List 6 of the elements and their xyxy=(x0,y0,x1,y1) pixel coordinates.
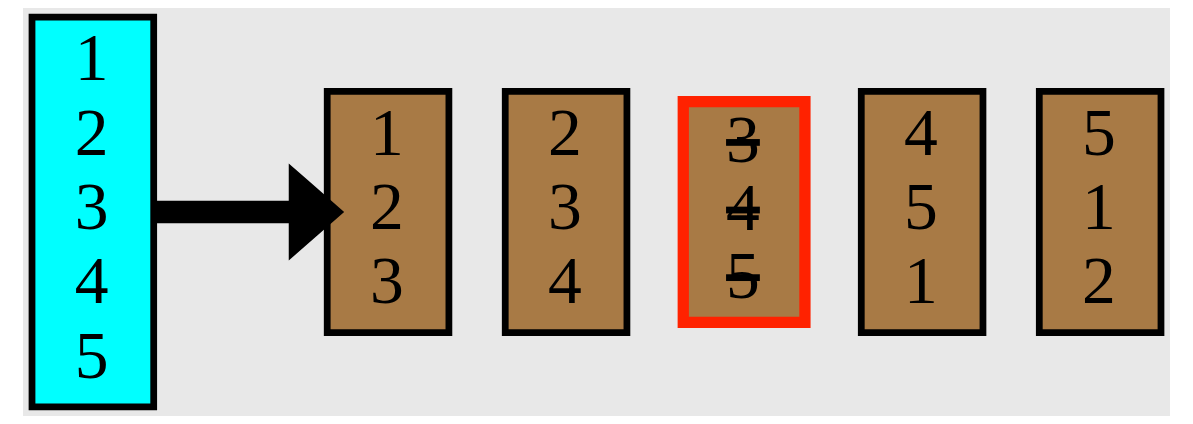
node-box: 1 2 3 4 5 xyxy=(28,13,158,411)
node-box: 3 4 5 xyxy=(677,95,811,329)
node-box: 2 3 4 xyxy=(501,88,631,336)
node-box: 1 2 3 xyxy=(323,88,453,336)
node-box: 5 1 2 xyxy=(1035,88,1165,336)
node-box: 4 5 1 xyxy=(857,88,987,336)
